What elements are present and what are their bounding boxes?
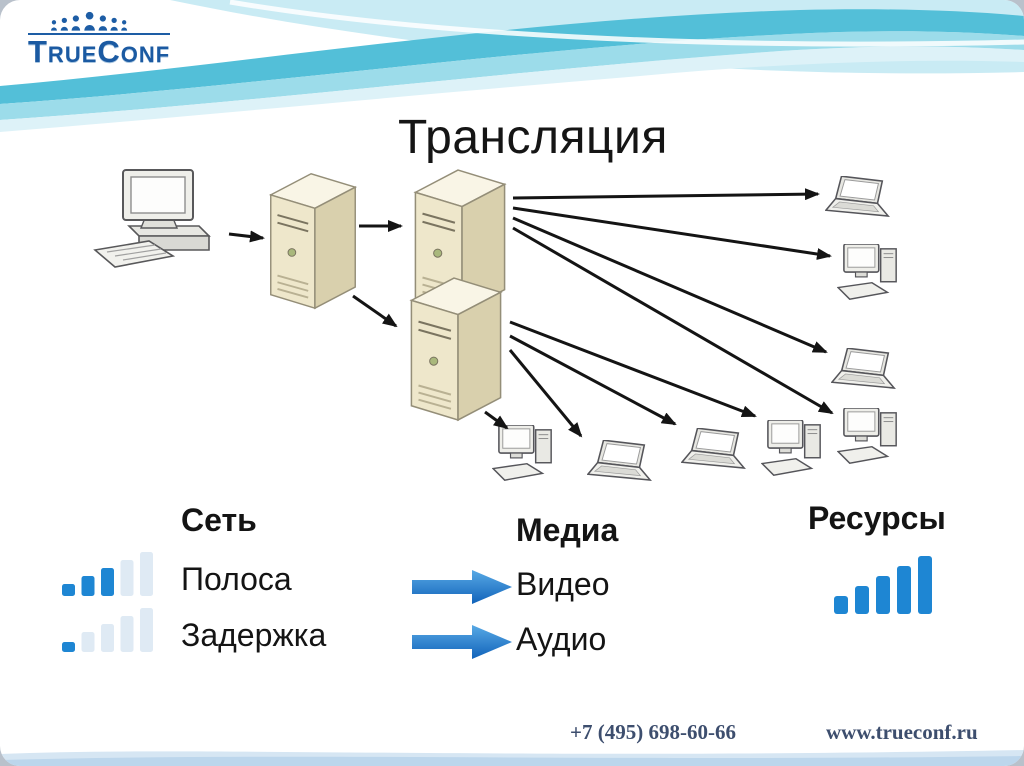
- arrow-broadcast: [509, 320, 757, 418]
- arrow-broadcast: [508, 349, 583, 438]
- relay-server-icon: [269, 172, 357, 310]
- arrow-broadcast: [484, 410, 509, 430]
- footer-phone: +7 (495) 698-60-66: [570, 720, 736, 744]
- trueconf-logo: TrueConf: [28, 8, 188, 69]
- latency-bars-icon: [62, 608, 153, 652]
- arrow-broadcast: [512, 206, 832, 260]
- sender-pc-icon: [94, 169, 210, 268]
- receiver-laptop-icon: [831, 348, 895, 389]
- wave-pale-ribbon: [0, 46, 1024, 132]
- arrow-broadcast: [509, 334, 677, 426]
- footer-website: www.trueconf.ru: [826, 720, 978, 744]
- logo-text: TrueConf: [28, 34, 171, 69]
- resources-bars-icon: [834, 556, 932, 614]
- footer-wave-dark: [0, 756, 1024, 766]
- receiver-desktop-icon: [837, 244, 897, 300]
- receiver-desktop-icon: [761, 420, 821, 476]
- resources-header: Ресурсы: [808, 500, 946, 536]
- video-label: Видео: [516, 566, 610, 602]
- arrow-broadcast: [512, 216, 828, 354]
- wave-dark-ribbon: [0, 9, 1024, 104]
- arrow-relay-to-bottom-server: [352, 294, 398, 328]
- bandwidth-label: Полоса: [181, 561, 292, 597]
- receiver-laptop-icon: [587, 440, 651, 481]
- bottom-broadcast-server-icon: [410, 276, 502, 422]
- logo-underline: [28, 33, 170, 35]
- receiver-desktop-icon: [837, 408, 897, 464]
- bandwidth-bars-icon: [62, 552, 153, 596]
- network-header: Сеть: [181, 502, 257, 538]
- wave-white-curve: [229, 0, 1024, 47]
- arrow-pc-to-relay: [228, 230, 265, 243]
- receiver-desktop-icon: [492, 425, 552, 481]
- arrow-broadcast: [512, 188, 820, 201]
- flow-arrows: [228, 188, 834, 438]
- arrow-broadcast: [512, 226, 834, 415]
- receiver-laptop-icon: [825, 176, 889, 217]
- slide-title: Трансляция: [398, 111, 668, 164]
- wave-mid-ribbon: [0, 31, 1024, 120]
- header-wave-graphic: [0, 0, 1024, 132]
- receiver-laptop-icon: [681, 428, 745, 469]
- latency-label: Задержка: [181, 617, 327, 653]
- media-header: Медиа: [516, 512, 619, 548]
- audio-label: Аудио: [516, 621, 607, 657]
- broadcast-diagram: [94, 168, 897, 481]
- footer-wave-graphic: [0, 750, 1024, 766]
- arrow-right-icon: [412, 570, 512, 604]
- people-row-icon: [51, 11, 128, 31]
- arrow-right-icon: [412, 625, 512, 659]
